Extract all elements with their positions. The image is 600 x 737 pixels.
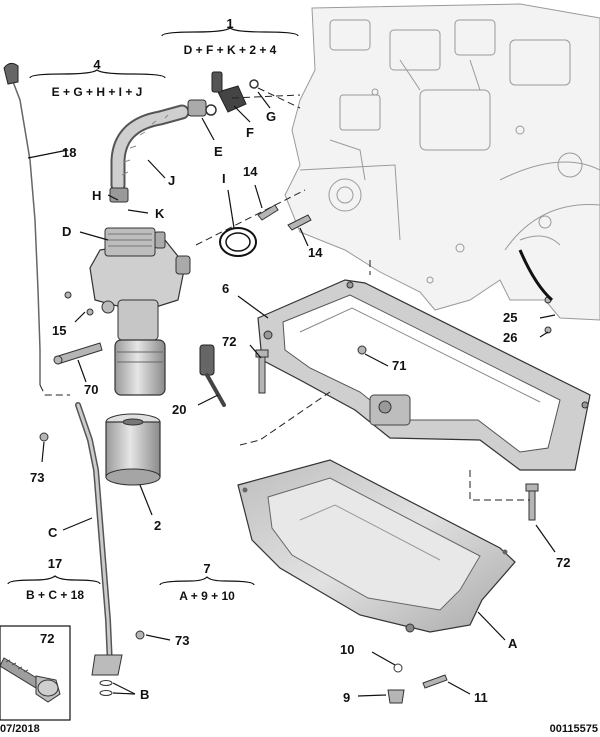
oil-filter-cartridge bbox=[105, 413, 161, 486]
callout-10: 10 bbox=[340, 642, 354, 657]
group-17-number: 17 bbox=[48, 556, 62, 571]
callout-F: F bbox=[246, 125, 254, 140]
callout-B: B bbox=[140, 687, 149, 702]
group-4-number: 4 bbox=[93, 57, 101, 72]
callout-K: K bbox=[155, 206, 165, 221]
callout-9: 9 bbox=[343, 690, 350, 705]
group-4-formula: E + G + H + I + J bbox=[52, 85, 143, 99]
callouts: 18 H K D J E F G I 14 14 6 15 72 71 70 2… bbox=[30, 109, 570, 705]
inset-number: 72 bbox=[40, 631, 54, 646]
callout-2: 2 bbox=[154, 518, 161, 533]
assembly-lines bbox=[39, 87, 530, 501]
oil-filter-bowl bbox=[114, 339, 166, 396]
engine-block bbox=[284, 3, 600, 321]
group-1: 1 D + F + K + 2 + 4 bbox=[161, 16, 299, 57]
fasteners bbox=[39, 204, 552, 704]
footer-reference: 00115575 bbox=[550, 723, 598, 735]
upper-sump-frame bbox=[257, 279, 591, 471]
callout-70: 70 bbox=[84, 382, 98, 397]
callout-15: 15 bbox=[52, 323, 66, 338]
callout-14-upper: 14 bbox=[243, 164, 258, 179]
callout-J: J bbox=[168, 173, 175, 188]
callout-H: H bbox=[92, 188, 101, 203]
callout-26: 26 bbox=[503, 330, 517, 345]
callout-72-lower: 72 bbox=[556, 555, 570, 570]
oil-pressure-sensor bbox=[211, 71, 259, 113]
callout-D: D bbox=[62, 224, 71, 239]
callout-E: E bbox=[214, 144, 223, 159]
callout-18: 18 bbox=[62, 145, 76, 160]
lower-oil-pan bbox=[237, 459, 516, 633]
group-17-formula: B + C + 18 bbox=[26, 588, 84, 602]
inset-72: 72 bbox=[0, 625, 71, 721]
seal-ring-i bbox=[219, 227, 257, 257]
group-17: 17 B + C + 18 bbox=[7, 556, 101, 602]
dipstick-tube bbox=[75, 402, 123, 696]
callout-72-upper: 72 bbox=[222, 334, 236, 349]
callout-6: 6 bbox=[222, 281, 229, 296]
callout-A: A bbox=[508, 636, 518, 651]
callout-14-lower: 14 bbox=[308, 245, 323, 260]
group-7: 7 A + 9 + 10 bbox=[159, 561, 255, 603]
callout-G: G bbox=[266, 109, 276, 124]
bolt-detail-icon bbox=[0, 657, 61, 703]
callout-25: 25 bbox=[503, 310, 517, 325]
level-sensor-20 bbox=[199, 344, 226, 407]
oil-return-pipe bbox=[109, 99, 217, 203]
group-7-number: 7 bbox=[203, 561, 210, 576]
callout-73-left: 73 bbox=[30, 470, 44, 485]
group-1-formula: D + F + K + 2 + 4 bbox=[184, 43, 277, 57]
callout-73-lower: 73 bbox=[175, 633, 189, 648]
group-4: 4 E + G + H + I + J bbox=[29, 57, 166, 99]
dipstick bbox=[3, 62, 41, 385]
callout-20: 20 bbox=[172, 402, 186, 417]
oil-filter-housing bbox=[89, 227, 191, 341]
footer-date: 07/2018 bbox=[0, 723, 40, 735]
callout-71: 71 bbox=[392, 358, 406, 373]
callout-C: C bbox=[48, 525, 58, 540]
group-1-number: 1 bbox=[226, 16, 233, 31]
callout-11: 11 bbox=[474, 690, 488, 705]
group-7-formula: A + 9 + 10 bbox=[179, 589, 235, 603]
callout-I: I bbox=[222, 171, 226, 186]
leader-lines bbox=[27, 91, 556, 697]
pointer-arrow bbox=[518, 249, 554, 302]
